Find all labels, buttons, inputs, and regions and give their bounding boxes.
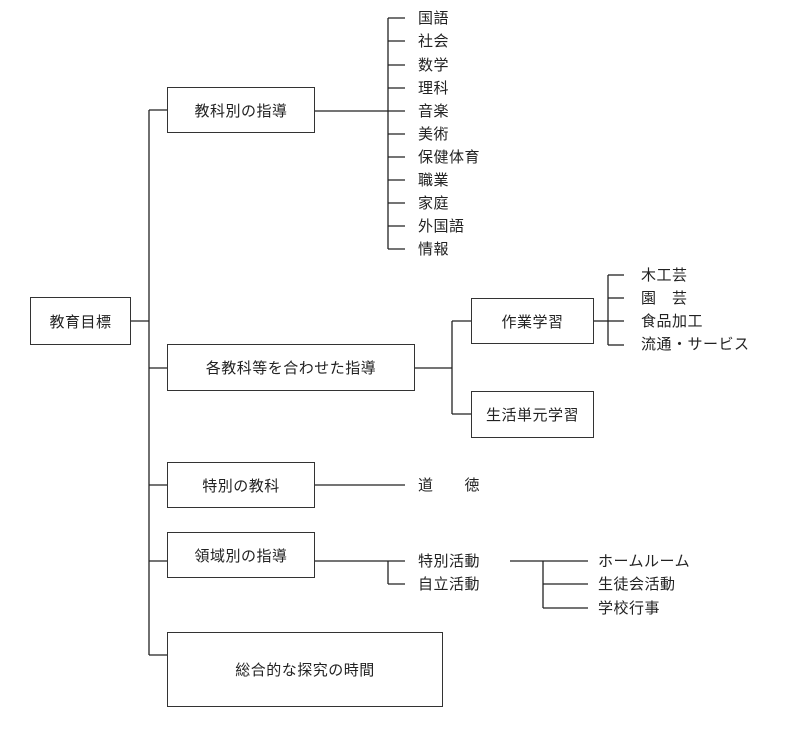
- subject-ticks: [388, 17, 405, 250]
- domain-guidance-box: 領域別の指導: [167, 532, 315, 578]
- subject-item: 外国語: [418, 217, 465, 235]
- special-subject-label: 特別の教科: [202, 476, 280, 495]
- subject-item: 国語: [418, 9, 450, 27]
- root-box: 教育目標: [30, 297, 131, 345]
- subject-item: 家庭: [418, 194, 450, 212]
- work-item: 園 芸: [641, 289, 688, 307]
- subject-item: 社会: [418, 32, 450, 50]
- root-label: 教育目標: [49, 312, 112, 331]
- integrated-inquiry-box: 総合的な探究の時間: [167, 632, 443, 707]
- integrated-inquiry-label: 総合的な探究の時間: [235, 661, 375, 679]
- domain-item-independent-activities: 自立活動: [418, 575, 481, 593]
- work-study-label: 作業学習: [501, 312, 564, 331]
- domain-guidance-label: 領域別の指導: [194, 546, 288, 565]
- subject-item: 保健体育: [418, 148, 481, 166]
- work-item: 食品加工: [641, 312, 704, 330]
- work-study-box: 作業学習: [471, 298, 594, 344]
- subject-item: 美術: [418, 125, 450, 143]
- special-subject-box: 特別の教科: [167, 462, 315, 508]
- combined-guidance-label: 各教科等を合わせた指導: [205, 359, 377, 377]
- work-item: 流通・サービス: [641, 335, 750, 353]
- moral-education-item: 道 徳: [418, 476, 481, 494]
- special-activity-item: 生徒会活動: [598, 575, 676, 593]
- subject-item: 数学: [418, 56, 450, 74]
- subject-guidance-box: 教科別の指導: [167, 87, 315, 133]
- subject-item: 情報: [418, 240, 450, 258]
- domain-item-special-activities: 特別活動: [418, 552, 481, 570]
- work-item: 木工芸: [641, 266, 688, 284]
- work-ticks: [608, 274, 624, 346]
- subject-item: 理科: [418, 79, 450, 97]
- life-unit-study-box: 生活単元学習: [471, 391, 594, 438]
- subject-guidance-label: 教科別の指導: [194, 101, 288, 120]
- special-activity-item: 学校行事: [598, 599, 661, 617]
- subject-item: 職業: [418, 171, 450, 189]
- life-unit-study-label: 生活単元学習: [485, 406, 579, 424]
- subject-item: 音楽: [418, 102, 450, 120]
- special-activity-item: ホームルーム: [598, 552, 691, 570]
- combined-guidance-box: 各教科等を合わせた指導: [167, 344, 415, 391]
